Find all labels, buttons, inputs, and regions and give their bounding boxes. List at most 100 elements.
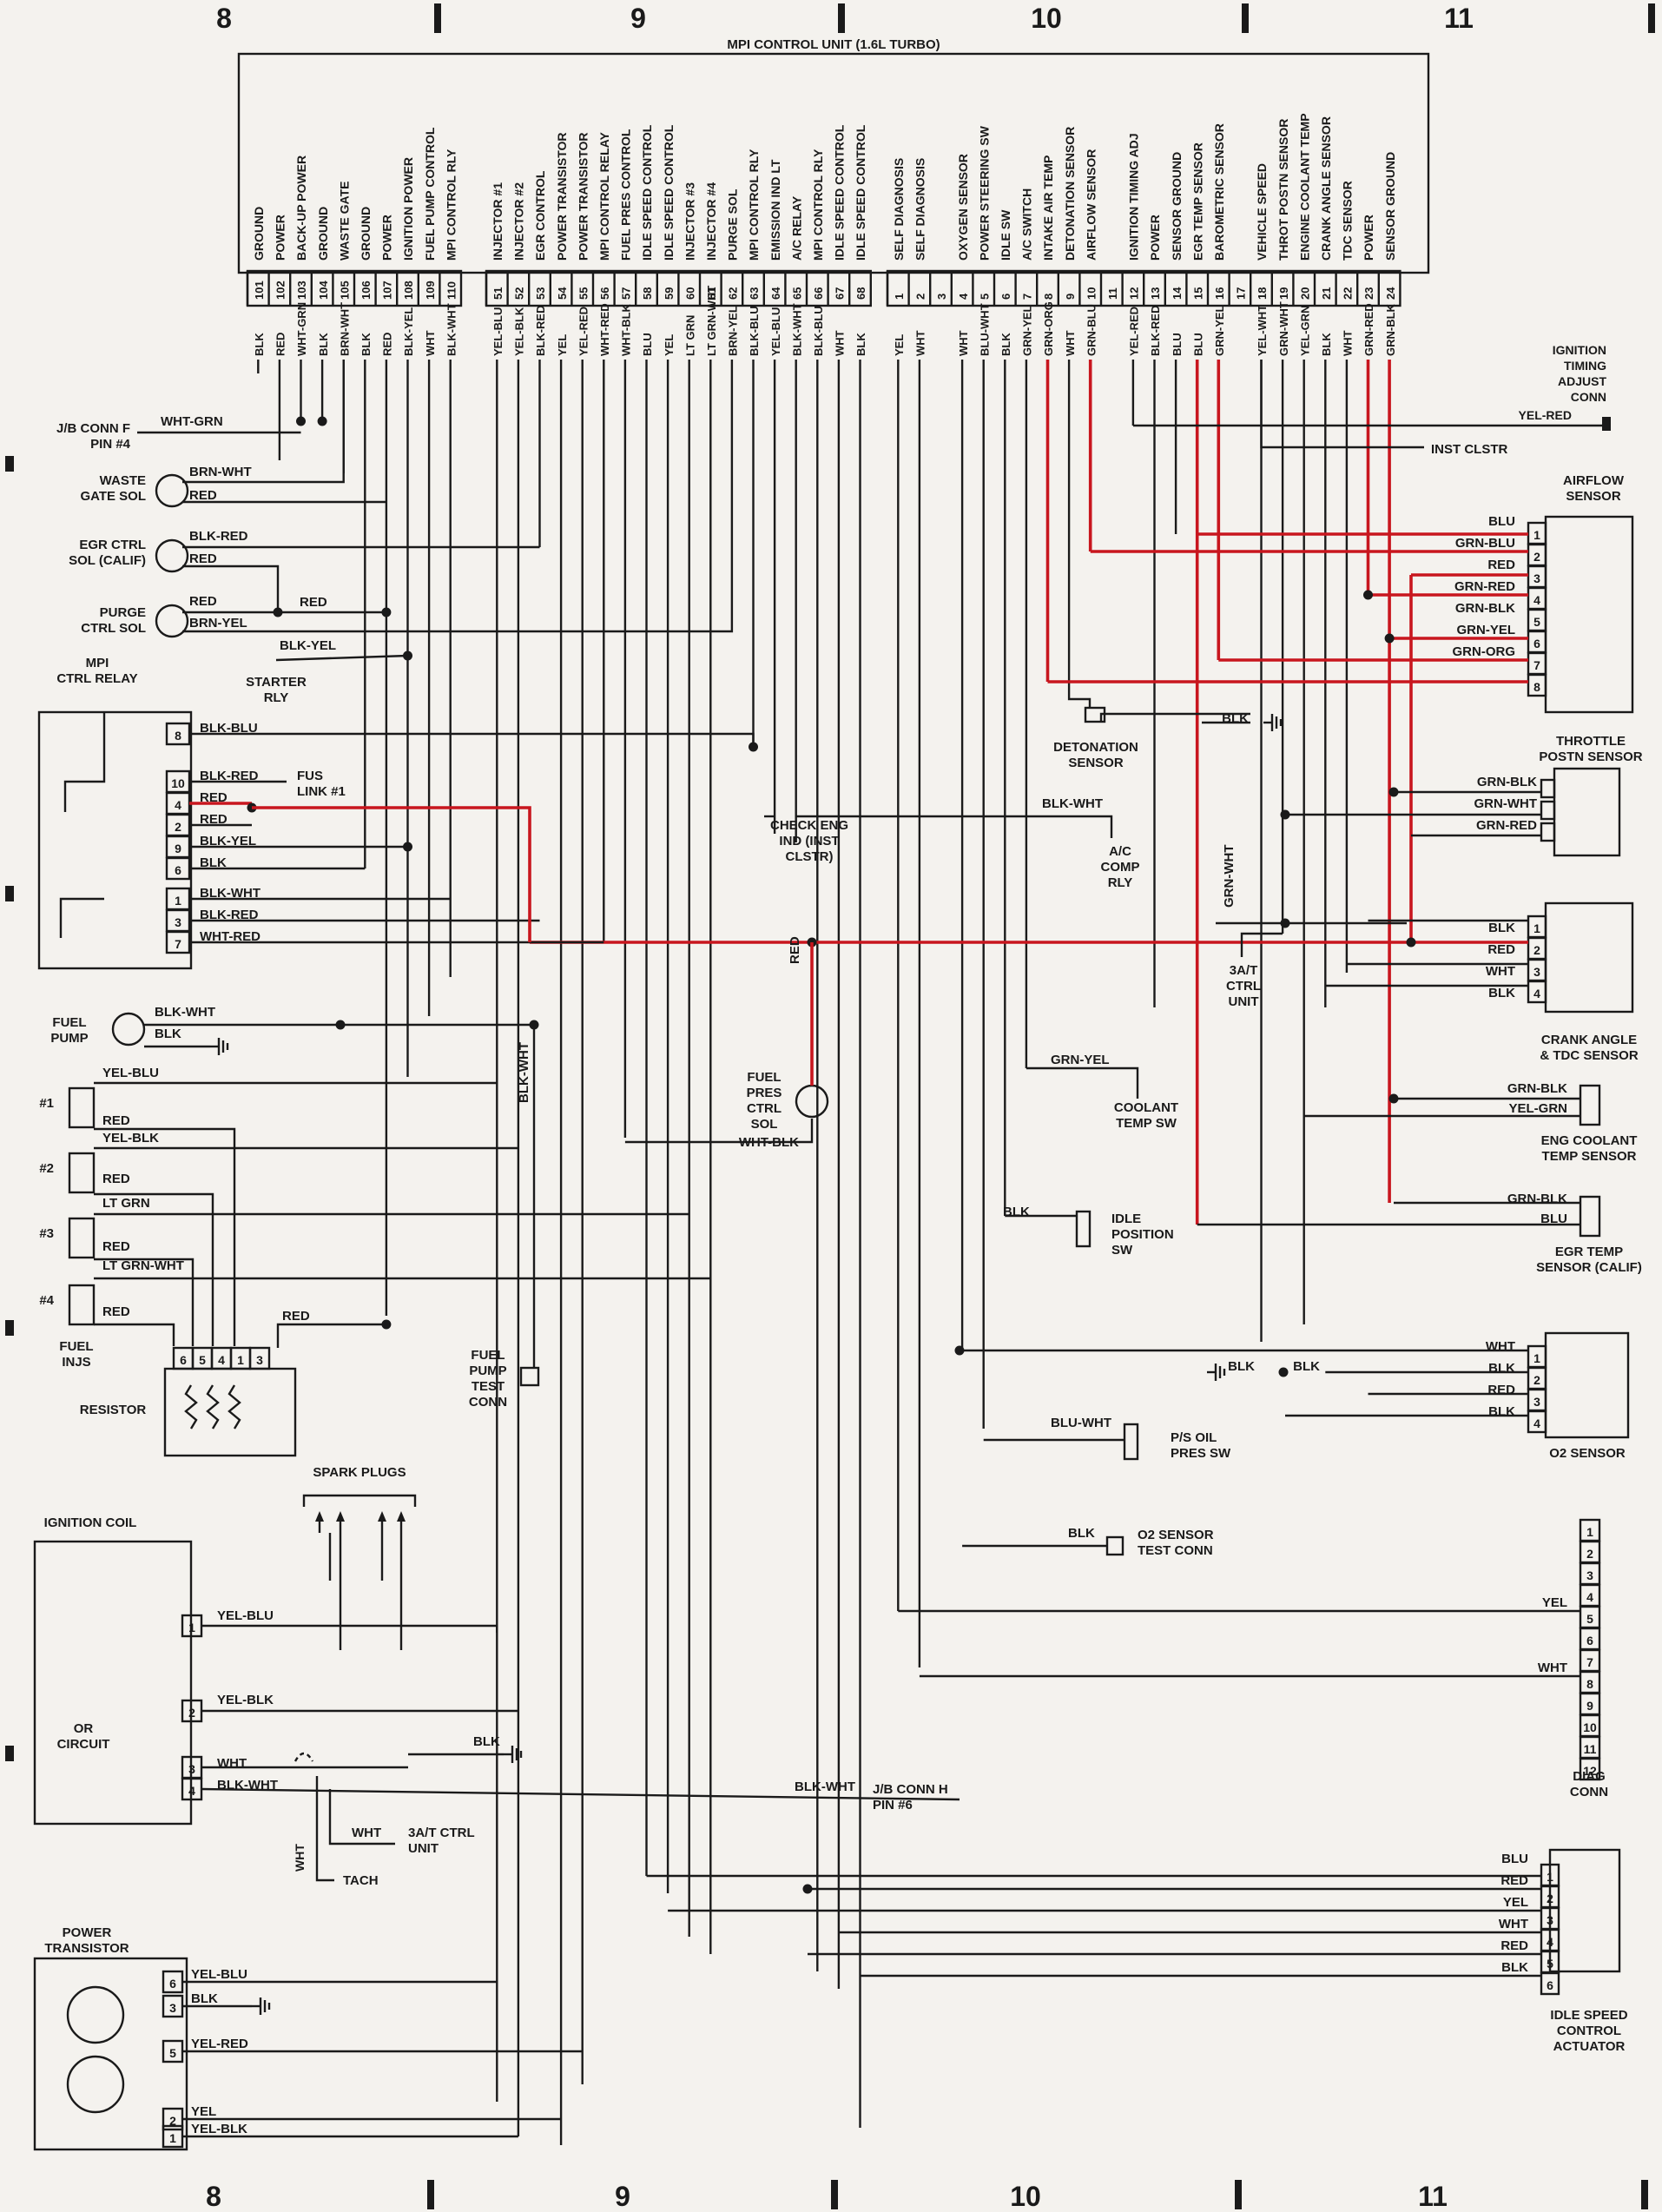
ecu-block <box>237 52 1430 274</box>
pin-number: 21 <box>1320 287 1333 300</box>
fuel-pump-test-conn-label: PUMP <box>469 1364 506 1378</box>
pin-number: 1 <box>1533 1351 1540 1365</box>
wire-color: WHT <box>957 330 970 356</box>
pin-number: 3 <box>1586 1568 1593 1582</box>
ps-oil-pres-sw-label: PRES SW <box>1171 1446 1231 1461</box>
wire-color: GRN-BLK <box>1455 601 1515 616</box>
check-eng-ind-label: IND (INST <box>779 834 839 848</box>
pin-number: 10 <box>171 776 185 790</box>
pin-function: SENSOR GROUND <box>1170 152 1184 261</box>
wire-color: GRN-RED <box>1454 579 1515 594</box>
pin-number: 4 <box>1533 987 1540 1000</box>
pin-number: 51 <box>491 287 505 300</box>
splice-dot <box>403 842 412 852</box>
wire-color: WHT <box>1499 1917 1528 1931</box>
airflow-sensor-body <box>1544 515 1634 714</box>
at-ctrl-unit-label: 3A/T <box>1230 963 1258 978</box>
resistor-body <box>163 1367 297 1457</box>
wire-color: GRN-ORG <box>1453 644 1516 659</box>
isc-label: IDLE SPEED <box>1550 2008 1627 2023</box>
wire-color: WHT-GRN <box>295 302 308 356</box>
wire <box>1260 360 1424 449</box>
wire-color: RED <box>1487 1383 1515 1397</box>
pin-number: 4 <box>957 293 970 300</box>
splice-dot <box>381 607 392 617</box>
grid-tick <box>1641 2180 1648 2209</box>
pin-function: POWER <box>1362 215 1375 261</box>
splice-dot <box>1388 1093 1399 1104</box>
pin-number: 1 <box>175 894 181 908</box>
splice-dot <box>403 650 412 661</box>
grid-tick <box>1242 3 1249 33</box>
solenoid-icon <box>155 538 189 573</box>
wire-color: RED <box>1487 558 1515 572</box>
resistor-element <box>228 1384 241 1430</box>
pin-function: IGNITION POWER <box>401 157 415 261</box>
injector-number: #3 <box>39 1226 54 1241</box>
grid-tick <box>5 1320 14 1336</box>
pin-function: POWER TRANSISTOR <box>555 132 569 261</box>
splice-dot <box>317 416 327 426</box>
ignition-coil-body <box>33 1540 193 1826</box>
at-ctrl-unit-2-label: UNIT <box>408 1841 439 1856</box>
connector-terminal <box>1602 417 1611 431</box>
wire-color: WHT <box>1486 1339 1515 1354</box>
coolant-temp-sw-label: TEMP SW <box>1116 1116 1177 1131</box>
pin-number: 16 <box>1213 287 1226 300</box>
pin-number: 7 <box>175 937 181 951</box>
o2-sensor-test-conn-label: O2 SENSOR <box>1138 1528 1214 1542</box>
wire <box>328 1789 395 1846</box>
wire-color: BLU <box>1488 514 1515 529</box>
pin-function: OXYGEN SENSOR <box>956 154 970 261</box>
pin-number: 12 <box>1583 1764 1597 1778</box>
wire-color: BLK-WHT <box>445 303 458 356</box>
injector-number: #4 <box>39 1293 54 1308</box>
pin-function: MPI CONTROL RLY <box>444 149 458 261</box>
ac-comp-rly-label: A/C <box>1109 844 1131 859</box>
pin-number: 10 <box>1583 1720 1597 1734</box>
pin-function: DETONATION SENSOR <box>1063 127 1077 261</box>
airflow-sensor-label: AIRFLOW <box>1563 473 1625 488</box>
pin-function: VEHICLE SPEED <box>1255 163 1269 261</box>
grid-number: 10 <box>1031 3 1062 34</box>
pin-function: GROUND <box>359 207 373 261</box>
pin-function: IDLE SPEED CONTROL <box>854 124 867 261</box>
spark-plug-arrow <box>336 1511 345 1522</box>
pin-function: MPI CONTROL RLY <box>747 149 761 261</box>
wire-color: GRN-BLU <box>1455 536 1515 551</box>
wire-color: YEL <box>1542 1595 1567 1610</box>
wire-color: BLK <box>253 333 266 356</box>
wire-color: GRN-RED <box>1362 303 1375 356</box>
detonation-sensor-label: SENSOR <box>1068 756 1124 770</box>
wire-color: BLK <box>317 333 330 356</box>
jb-conn-h-label: PIN #6 <box>873 1798 913 1813</box>
throttle-terminal <box>1540 778 1556 799</box>
purge-ctrl-sol-label: CTRL SOL <box>81 621 146 636</box>
splice-dot <box>273 607 283 617</box>
wire-color: WHT <box>1538 1661 1567 1675</box>
tach-label: TACH <box>343 1873 379 1888</box>
throttle-sensor-body <box>1553 767 1621 857</box>
fuel-pres-ctrl-sol-label: PRES <box>747 1086 782 1100</box>
injector-body <box>68 1152 96 1194</box>
pin-function: POWER STEERING SW <box>977 125 991 261</box>
pin-number: 104 <box>317 281 330 300</box>
pin-number: 2 <box>1586 1547 1593 1561</box>
wire <box>201 1624 498 1633</box>
wire-color: BLK <box>1293 1359 1320 1374</box>
wire-color: GRN-BLK <box>1507 1081 1567 1096</box>
pin-function: IDLE SPEED CONTROL <box>662 124 676 261</box>
wire-color: BLK <box>1501 1960 1528 1975</box>
diag-conn-label: DIAG <box>1573 1769 1606 1784</box>
pin-number: 108 <box>402 281 415 300</box>
throttle-terminal <box>1540 800 1556 821</box>
wire-color: GRN-WHT <box>1277 301 1290 356</box>
wire <box>94 1323 175 1346</box>
purge-ctrl-sol-label: PURGE <box>100 605 146 620</box>
pin-number: 68 <box>854 287 867 300</box>
pin-function: POWER TRANSISTOR <box>576 132 590 261</box>
pin-number: 3 <box>175 915 181 929</box>
pin-number: 55 <box>577 287 590 300</box>
grid-number: 9 <box>630 3 646 34</box>
power-transistor-label: POWER <box>63 1925 112 1940</box>
